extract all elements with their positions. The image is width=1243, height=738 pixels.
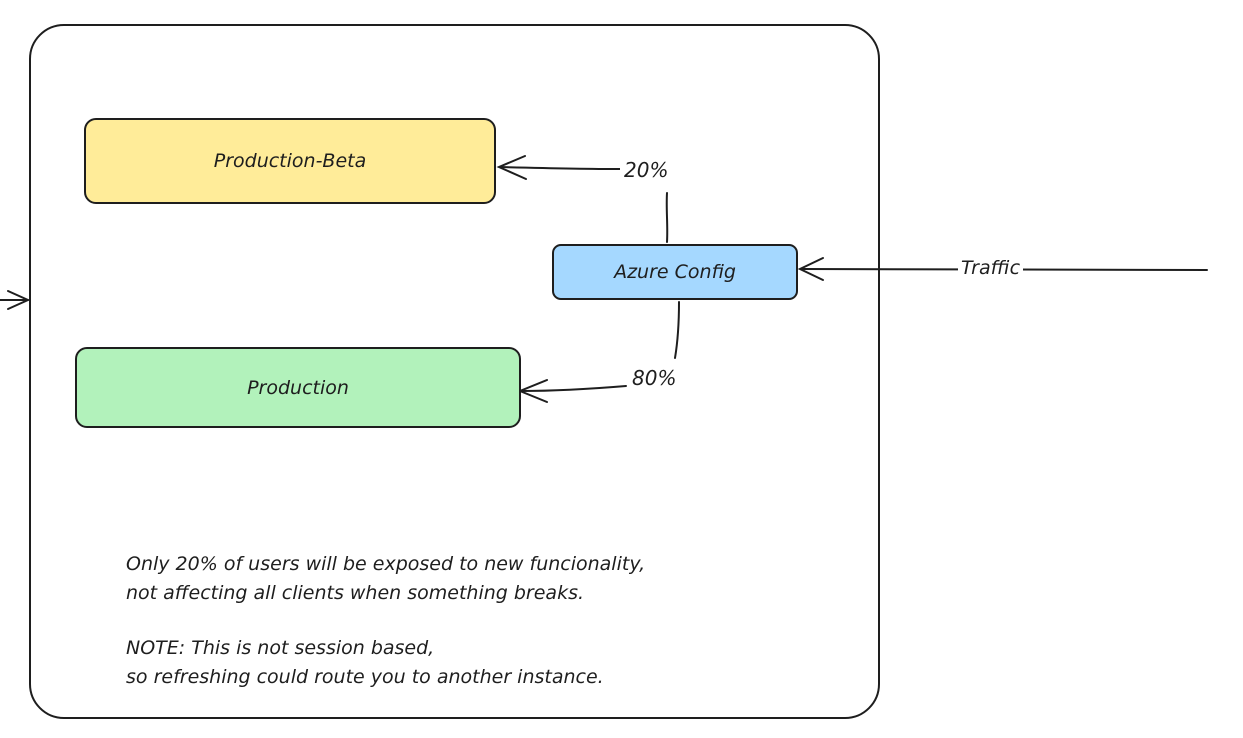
session-note-line: NOTE: This is not session based, [126,637,435,659]
exposure-note-line: not affecting all clients when something… [126,582,585,604]
traffic-label: Traffic [958,259,1024,278]
beta-split-label: 20% [620,160,673,180]
production-beta-node[interactable]: Production-Beta [84,118,496,204]
azure-config-label: Azure Config [614,261,736,283]
left-entry-arrow [0,290,31,310]
production-split-label: 80% [628,368,681,388]
production-node[interactable]: Production [75,347,521,428]
exposure-note-line: Only 20% of users will be exposed to new… [126,553,646,575]
exposure-note: Only 20% of users will be exposed to new… [126,550,645,608]
session-note-line: so refreshing could route you to another… [126,666,604,688]
session-note: NOTE: This is not session based, so refr… [126,634,604,692]
beta-route-arrow [496,155,669,243]
production-beta-label: Production-Beta [213,150,367,172]
production-label: Production [247,376,349,399]
azure-config-node[interactable]: Azure Config [552,244,798,300]
container-frame [29,24,880,719]
